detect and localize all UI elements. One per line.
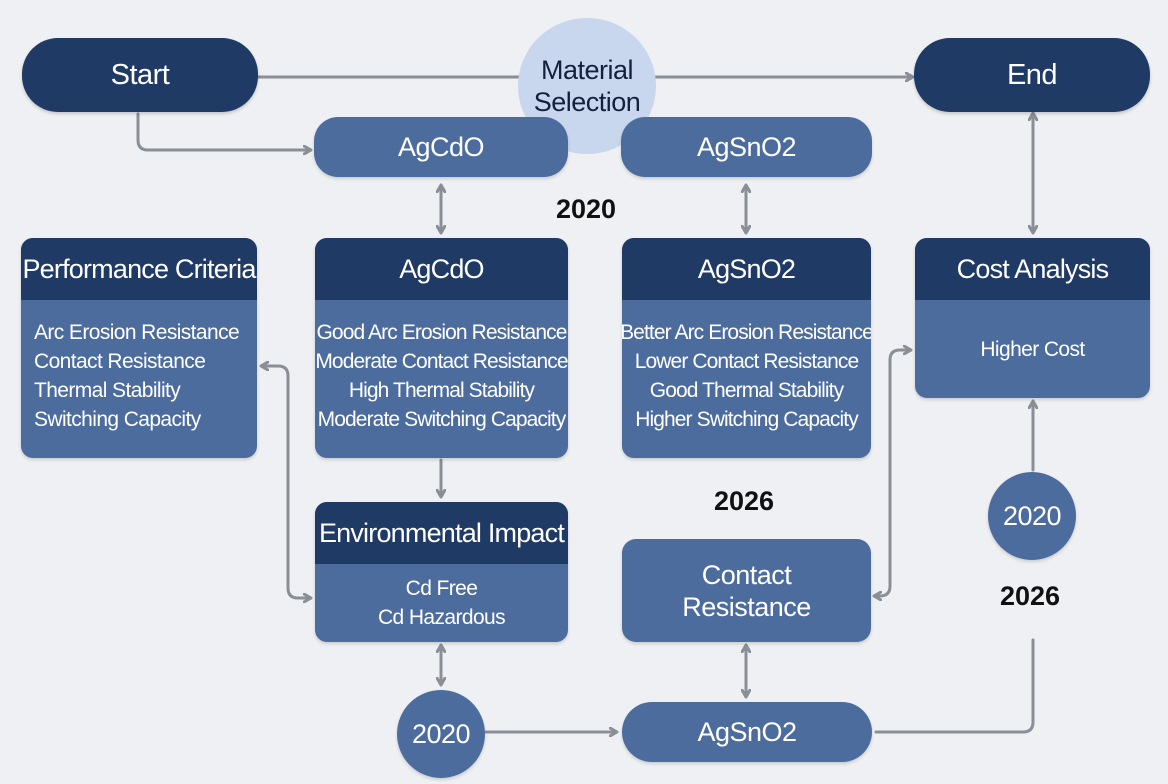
year-2020-circle-right[interactable]: 2020 bbox=[988, 472, 1076, 560]
list-item: Higher Cost bbox=[980, 338, 1085, 361]
agcdo-top-label: AgCdO bbox=[397, 131, 485, 162]
agsno2-top-label: AgSnO2 bbox=[696, 131, 797, 162]
agsno2-card-title: AgSnO2 bbox=[622, 238, 871, 300]
list-item: Good Arc Erosion Resistance bbox=[316, 321, 567, 344]
list-item: Lower Contact Resistance bbox=[634, 350, 859, 373]
agcdo-card-list: Good Arc Erosion Resistance Moderate Con… bbox=[315, 300, 568, 434]
cost-analysis-list: Higher Cost bbox=[915, 300, 1150, 364]
agsno2-bottom-label: AgSnO2 bbox=[697, 716, 797, 747]
year-2020-circle-right-label: 2020 bbox=[1002, 500, 1062, 531]
start-node[interactable]: Start bbox=[22, 38, 258, 112]
list-item: High Thermal Stability bbox=[348, 379, 535, 402]
list-item: Higher Switching Capacity bbox=[635, 408, 859, 431]
list-item: Contact Resistance bbox=[34, 350, 206, 373]
agcdo-top-node[interactable]: AgCdO bbox=[314, 117, 568, 177]
contact-resistance-node[interactable]: Contact Resistance bbox=[622, 539, 871, 642]
agsno2-card[interactable]: AgSnO2 Better Arc Erosion Resistance Low… bbox=[622, 238, 871, 458]
contact-resistance-line1: Contact bbox=[701, 559, 792, 590]
end-label: End bbox=[1006, 58, 1058, 91]
year-2026-label-right: 2026 bbox=[1000, 581, 1061, 611]
list-item: Switching Capacity bbox=[34, 408, 201, 431]
agcdo-card[interactable]: AgCdO Good Arc Erosion Resistance Modera… bbox=[315, 238, 568, 458]
environmental-impact-list: Cd Free Cd Hazardous bbox=[315, 564, 568, 632]
end-node[interactable]: End bbox=[914, 38, 1150, 112]
year-2020-circle-bottom[interactable]: 2020 bbox=[397, 690, 485, 778]
list-item: Arc Erosion Resistance bbox=[34, 321, 240, 344]
performance-criteria-title: Performance Criteria bbox=[21, 238, 257, 300]
environmental-impact-title: Environmental Impact bbox=[315, 502, 568, 564]
cost-analysis-title: Cost Analysis bbox=[915, 238, 1150, 300]
performance-criteria-list: Arc Erosion Resistance Contact Resistanc… bbox=[21, 300, 257, 434]
year-2020-label: 2020 bbox=[556, 194, 617, 224]
material-selection-line2: Selection bbox=[533, 87, 641, 117]
agcdo-card-title: AgCdO bbox=[315, 238, 568, 300]
agsno2-bottom-node[interactable]: AgSnO2 bbox=[622, 702, 872, 762]
list-item: Thermal Stability bbox=[34, 379, 181, 402]
list-item: Cd Hazardous bbox=[377, 606, 506, 629]
environmental-impact-card[interactable]: Environmental Impact Cd Free Cd Hazardou… bbox=[315, 502, 568, 642]
agsno2-card-list: Better Arc Erosion Resistance Lower Cont… bbox=[622, 300, 871, 434]
list-item: Better Arc Erosion Resistance bbox=[622, 321, 871, 344]
list-item: Moderate Contact Resistance bbox=[315, 350, 568, 373]
arrow-start-to-agcdo bbox=[136, 112, 310, 150]
start-label: Start bbox=[110, 58, 170, 91]
list-item: Cd Free bbox=[405, 577, 478, 600]
arrow-perf-env bbox=[262, 366, 310, 598]
cost-analysis-card[interactable]: Cost Analysis Higher Cost bbox=[915, 238, 1150, 398]
list-item: Moderate Switching Capacity bbox=[317, 408, 567, 431]
performance-criteria-card[interactable]: Performance Criteria Arc Erosion Resista… bbox=[21, 238, 257, 458]
arrow-cost-contact bbox=[875, 350, 910, 596]
year-2026-label: 2026 bbox=[714, 486, 775, 516]
material-selection-line1: Material bbox=[540, 55, 634, 85]
agsno2-top-node[interactable]: AgSnO2 bbox=[621, 117, 872, 177]
year-2020-circle-bottom-label: 2020 bbox=[411, 718, 471, 749]
arrow-agsno2-to-right bbox=[874, 638, 1035, 734]
list-item: Good Thermal Stability bbox=[649, 379, 844, 402]
contact-resistance-line2: Resistance bbox=[682, 591, 811, 622]
